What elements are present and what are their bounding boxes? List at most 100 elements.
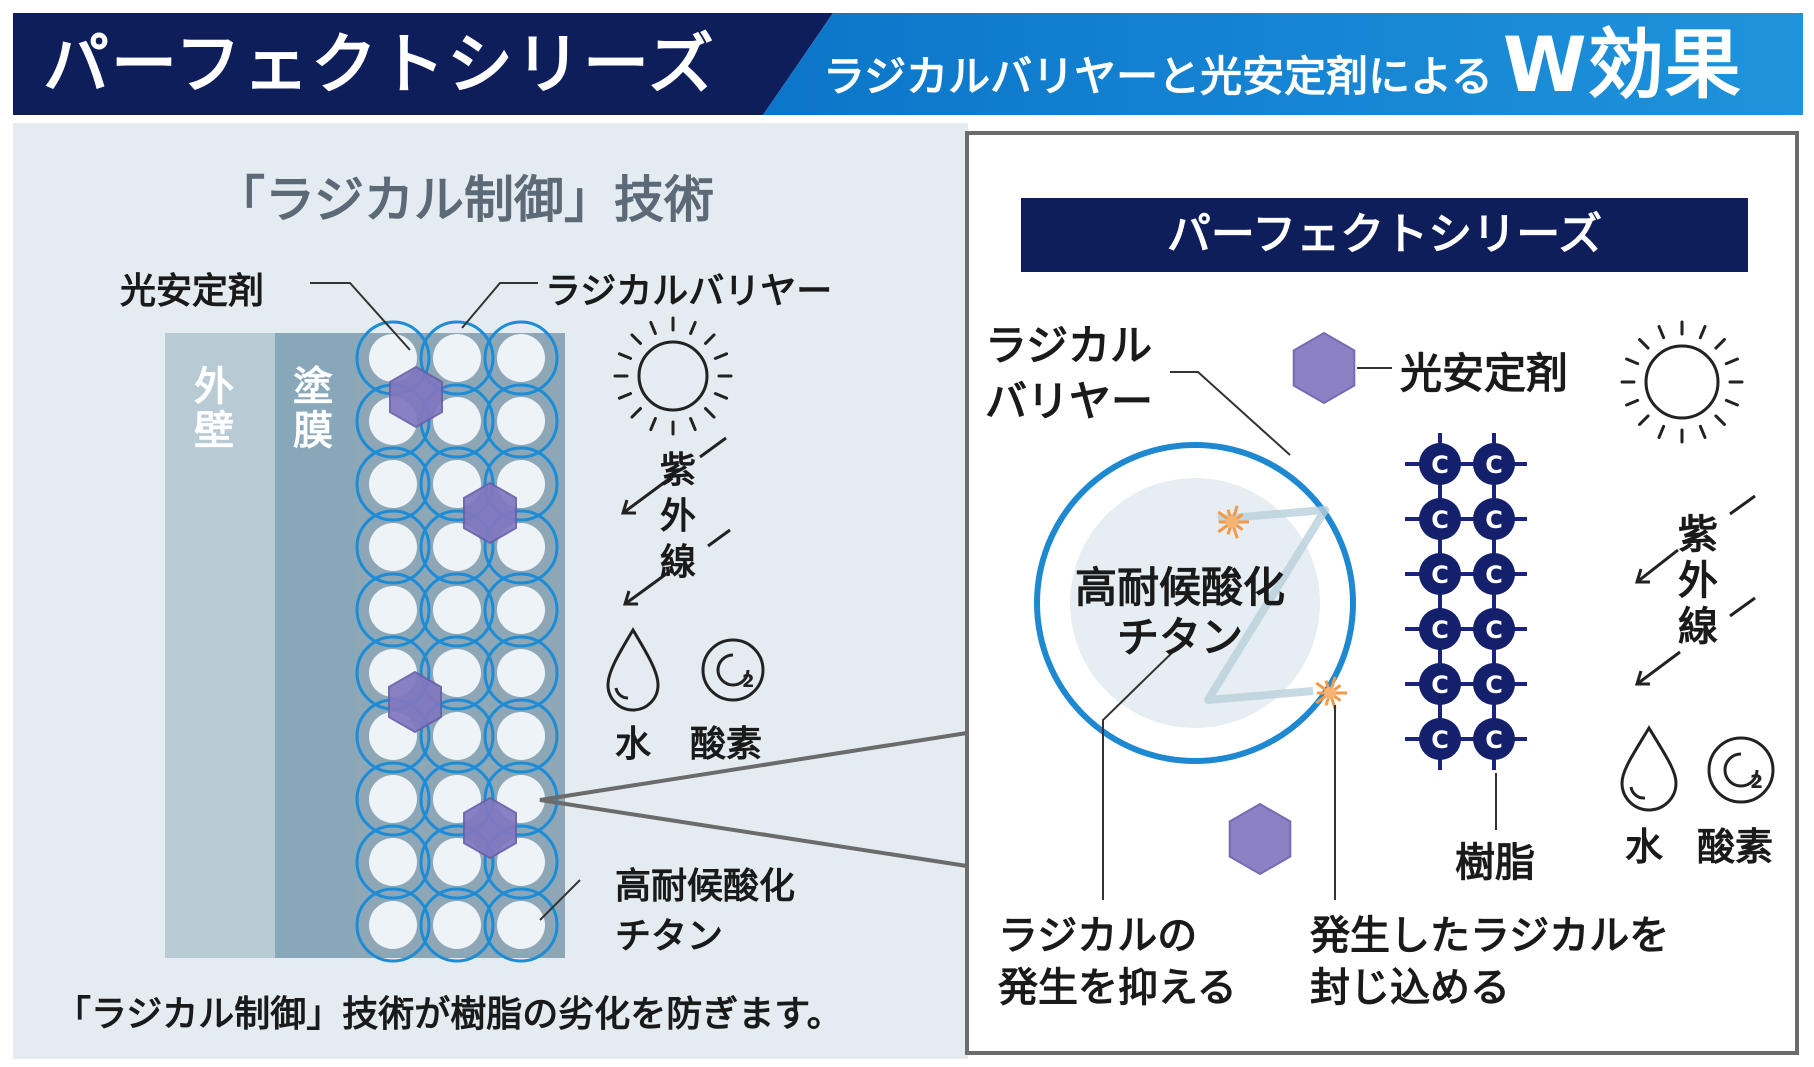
carbon-atom <box>1473 663 1515 705</box>
sun-ray <box>1638 414 1650 426</box>
radical-burst <box>1315 676 1347 710</box>
barrier-ring <box>419 698 495 774</box>
label-film-char: 塗 <box>293 364 333 410</box>
sun-ray <box>649 416 657 432</box>
sun-ray <box>1625 398 1640 407</box>
water-drop-icon <box>606 627 660 712</box>
barrier-ring <box>355 509 431 585</box>
stabilizer-molecules-right <box>1228 331 1356 876</box>
label-uv-char: 紫 <box>660 450 697 491</box>
sun-ray <box>704 407 716 419</box>
label-uv-char: 外 <box>660 496 697 537</box>
barrier-ring <box>483 572 559 648</box>
label-uv-char: 線 <box>660 542 697 583</box>
sun-ray <box>1657 424 1666 439</box>
carbon-atom-label: C <box>1485 616 1503 644</box>
barrier-ring <box>355 572 431 648</box>
header-right-band <box>763 13 1803 115</box>
water-drop-icon <box>1620 725 1678 812</box>
sun-icon <box>613 316 733 436</box>
sun-ray <box>630 407 642 419</box>
label-uv-right: 紫 外 線 <box>1678 512 1718 650</box>
label-stabilizer-right: 光安定剤 <box>1400 349 1569 398</box>
oxygen-subscript: 2 <box>1750 771 1763 793</box>
sun-ray <box>617 392 633 400</box>
titanium-core <box>1070 478 1320 728</box>
label-barrier-right: ラジカル バリヤー <box>985 318 1153 430</box>
label-film: 塗 膜 <box>291 365 335 453</box>
burst-core <box>1324 687 1336 699</box>
sun-ray <box>617 352 633 360</box>
label-uv-char: 紫 <box>1678 512 1718 558</box>
core-text-line: 高耐候酸化 <box>1074 563 1285 612</box>
barrier-ring <box>483 383 559 459</box>
titanium-particle <box>433 649 481 697</box>
header-title: パーフェクトシリーズ <box>43 26 716 103</box>
carbon-atom <box>1419 718 1461 760</box>
titanium-particle <box>369 334 417 382</box>
barrier-leader-line <box>461 282 538 329</box>
burst-core <box>1226 516 1238 528</box>
titanium-particle <box>497 712 545 760</box>
carbon-atom <box>1419 663 1461 705</box>
carbon-atom-label: C <box>1431 671 1449 699</box>
titanium-particle <box>433 712 481 760</box>
sun-icon <box>1620 320 1744 444</box>
barrier-ring <box>419 572 495 648</box>
titanium-particle <box>369 775 417 823</box>
barrier-ring <box>419 320 495 396</box>
carbon-atom <box>1419 608 1461 650</box>
carbon-atom <box>1419 553 1461 595</box>
carbon-atom-label: C <box>1431 561 1449 589</box>
suppress-leader-line <box>1102 644 1181 900</box>
oxygen-icon-inner <box>1723 752 1759 788</box>
sun-ray <box>1698 424 1707 439</box>
titanium-particle <box>433 901 481 949</box>
label-resin: 樹脂 <box>1455 840 1535 886</box>
stabilizer-hexagon <box>388 670 442 734</box>
film-layer <box>275 333 355 958</box>
sun-ray <box>1714 338 1726 350</box>
caption-suppress: ラジカルの 発生を抑える <box>998 910 1237 1014</box>
sun-ray <box>713 352 729 360</box>
stabilizer-hexagon <box>463 481 517 545</box>
label-barrier: ラジカルバリヤー <box>545 271 833 312</box>
sun-ray <box>1724 357 1739 366</box>
water-drop-shine <box>614 687 629 700</box>
sun-ray <box>1724 398 1739 407</box>
sun-ray <box>649 320 657 336</box>
label-water: 水 <box>615 724 652 765</box>
caption-trap-line: 封じ込める <box>1310 965 1510 1011</box>
titanium-particle <box>369 460 417 508</box>
label-uv-char: 線 <box>1678 604 1718 650</box>
carbon-atom <box>1419 498 1461 540</box>
oxygen-icon-inner <box>716 653 750 687</box>
header-subtitle-emphasis: W効果 <box>1502 20 1742 109</box>
label-barrier-line: バリヤー <box>985 377 1154 426</box>
caption-trap: 発生したラジカルを 封じ込める <box>1310 910 1669 1014</box>
label-wall-char: 壁 <box>194 408 234 454</box>
arrow-icon <box>1634 494 1756 686</box>
stabilizer-hexagon <box>1228 802 1292 876</box>
titanium-particle <box>497 586 545 634</box>
label-uv-char: 外 <box>1678 558 1718 604</box>
sun-ray <box>689 320 697 336</box>
header-subtitle: ラジカルバリヤーと光安定剤による W効果 <box>823 23 1742 115</box>
label-oxygen-right: 酸素 <box>1697 825 1774 869</box>
titanium-particle-grid <box>355 320 559 963</box>
barrier-ring <box>419 509 495 585</box>
titanium-leader-line <box>539 879 581 921</box>
stabilizer-hexagon <box>389 365 443 429</box>
carbon-atom-label: C <box>1485 561 1503 589</box>
titanium-particle <box>433 586 481 634</box>
titanium-particle <box>369 901 417 949</box>
label-titanium-line: チタン <box>615 916 724 957</box>
titanium-particle <box>497 649 545 697</box>
carbon-atom-label: C <box>1431 726 1449 754</box>
label-barrier-line: ラジカル <box>985 321 1153 370</box>
titanium-particle <box>369 586 417 634</box>
header-left-band <box>13 13 833 115</box>
left-title: 「ラジカル制御」技術 <box>215 171 714 229</box>
barrier-ring <box>355 761 431 837</box>
sun-disc <box>637 340 709 412</box>
